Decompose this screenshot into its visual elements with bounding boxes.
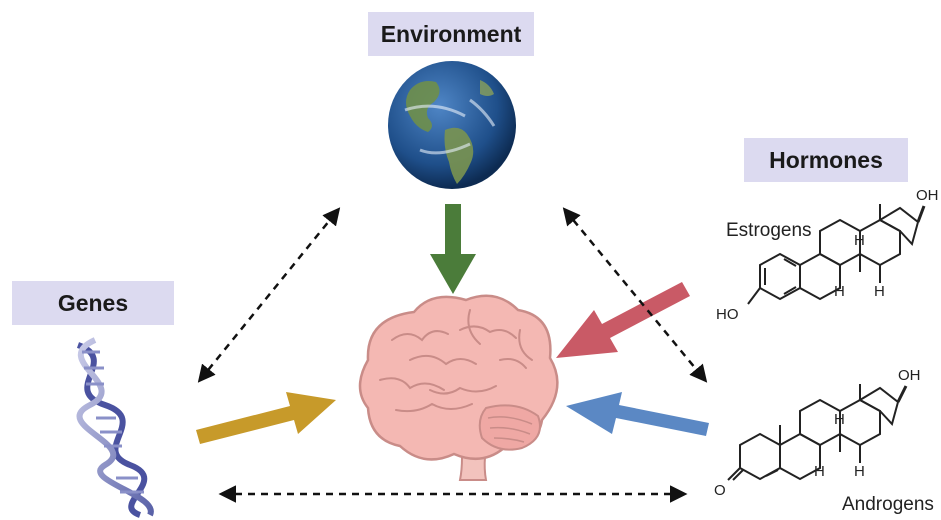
hormones-label: Hormones <box>744 138 908 182</box>
estrogens-structure <box>747 204 926 305</box>
estrogens-arrow <box>556 282 690 358</box>
estrogens-h-2: H <box>834 283 845 300</box>
estrogens-h-1: H <box>854 232 865 249</box>
brain-icon <box>358 294 559 481</box>
environment-hormones-dashed-arrow <box>562 207 708 383</box>
dna-icon <box>76 337 154 518</box>
androgens-structure <box>727 384 908 481</box>
genes-label: Genes <box>12 281 174 325</box>
androgens-o: O <box>714 482 726 499</box>
estrogens-oh: OH <box>916 187 939 204</box>
androgens-h-2: H <box>814 463 825 480</box>
androgens-name: Androgens <box>842 494 934 515</box>
genes-arrow <box>196 392 336 444</box>
environment-label: Environment <box>368 12 534 56</box>
environment-arrow <box>430 204 476 294</box>
genes-environment-dashed-arrow <box>197 207 341 383</box>
estrogens-h-3: H <box>874 283 885 300</box>
androgens-h-3: H <box>854 463 865 480</box>
estrogens-ho: HO <box>716 306 739 323</box>
androgens-arrow <box>566 392 709 436</box>
estrogens-name: Estrogens <box>726 220 812 241</box>
androgens-h-1: H <box>834 411 845 428</box>
globe-icon <box>388 61 516 189</box>
androgens-oh: OH <box>898 367 921 384</box>
